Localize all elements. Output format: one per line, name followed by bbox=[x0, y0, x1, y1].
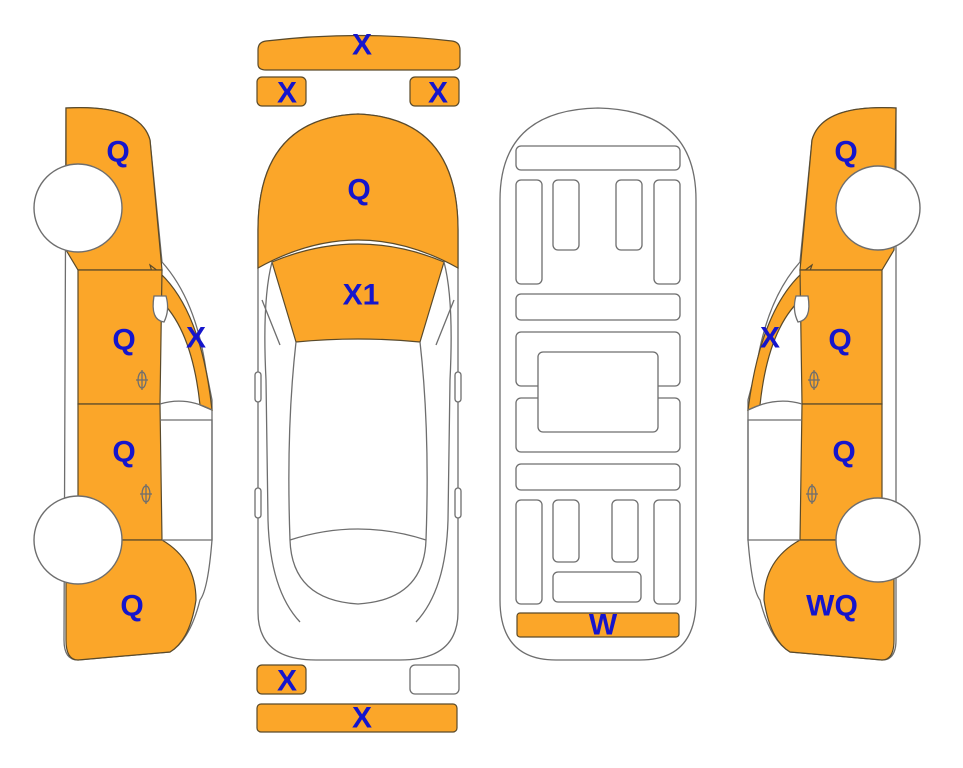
underbody-rear-panel[interactable] bbox=[516, 612, 680, 638]
right-front-wheel bbox=[835, 165, 921, 251]
right-front-door-label: Q bbox=[828, 324, 851, 357]
rear-right-light-panel[interactable] bbox=[409, 664, 460, 695]
front-left-light-panel[interactable] bbox=[256, 76, 307, 107]
hood-panel[interactable] bbox=[257, 113, 459, 270]
right-front-fender-label: Q bbox=[834, 136, 857, 169]
right-rear-quarter-label: WQ bbox=[806, 590, 858, 623]
left-side-view: Q Q X Q Q bbox=[33, 106, 213, 661]
front-bumper-label: X bbox=[352, 29, 372, 62]
left-front-wheel bbox=[33, 163, 123, 253]
rear-left-light-label: X bbox=[277, 665, 297, 698]
underbody-view: W bbox=[499, 107, 697, 661]
left-a-pillar-label: X bbox=[186, 322, 206, 355]
front-right-light-panel[interactable] bbox=[409, 76, 460, 107]
rear-bumper-label: X bbox=[352, 702, 372, 735]
front-right-light-label: X bbox=[428, 77, 448, 110]
right-rear-door-label: Q bbox=[832, 436, 855, 469]
rear-left-light-panel[interactable] bbox=[256, 664, 307, 695]
left-front-fender-label: Q bbox=[106, 136, 129, 169]
front-left-light-label: X bbox=[277, 77, 297, 110]
hood-label: Q bbox=[347, 174, 370, 207]
left-rear-wheel bbox=[33, 495, 123, 585]
rear-bumper-panel[interactable] bbox=[256, 703, 458, 733]
right-rear-wheel bbox=[835, 497, 921, 583]
front-bumper-panel[interactable] bbox=[257, 34, 461, 71]
right-side-view: Q X Q Q WQ bbox=[747, 106, 921, 661]
windshield-label: X1 bbox=[343, 279, 380, 312]
left-rear-door-label: Q bbox=[112, 436, 135, 469]
right-a-pillar-label: X bbox=[760, 322, 780, 355]
left-rear-quarter-label: Q bbox=[120, 590, 143, 623]
underbody-rear-label: W bbox=[589, 609, 618, 642]
top-view-car: X X X Q X1 X X bbox=[254, 29, 462, 735]
left-front-door-label: Q bbox=[112, 324, 135, 357]
